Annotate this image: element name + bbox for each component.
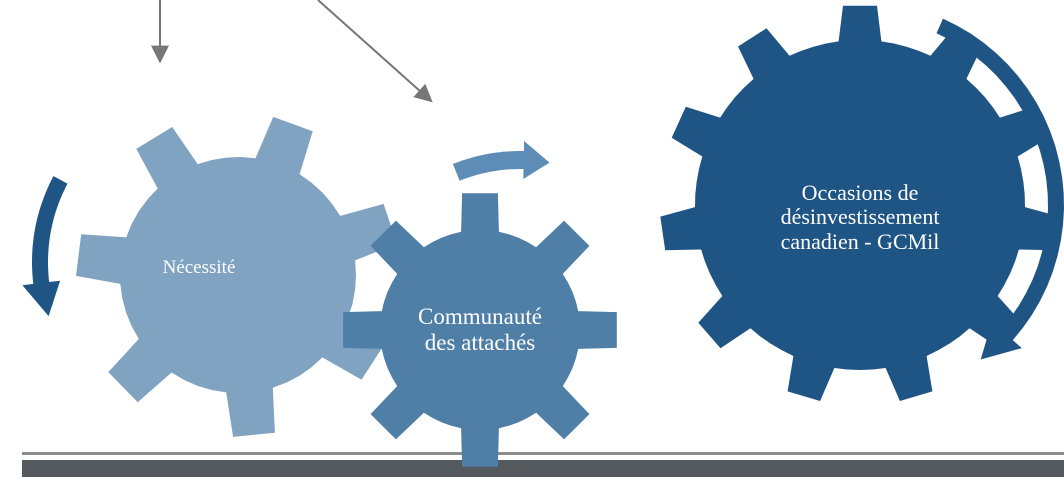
bottom-rule xyxy=(22,452,1064,455)
gear-label-line: des attachés xyxy=(425,330,535,356)
gear-label-communaute: Communauté des attachés xyxy=(400,290,560,370)
bottom-bar xyxy=(22,460,1064,477)
gear-label-line: canadien - GCMil xyxy=(781,230,940,255)
gear-label-line: désinvestissement xyxy=(781,205,940,230)
rotation-arrow-middle xyxy=(453,141,550,181)
gear-label-line: Nécessité xyxy=(163,257,236,278)
gear-label-occasions: Occasions de désinvestissement canadien … xyxy=(745,170,975,265)
gear-label-line: Communauté xyxy=(418,304,542,330)
rotation-arrow-left xyxy=(22,176,67,316)
gear-label-line: Occasions de xyxy=(802,181,919,206)
gear-label-necessite: Nécessité xyxy=(139,248,259,288)
pointer-arrow-diagonal xyxy=(318,0,430,100)
